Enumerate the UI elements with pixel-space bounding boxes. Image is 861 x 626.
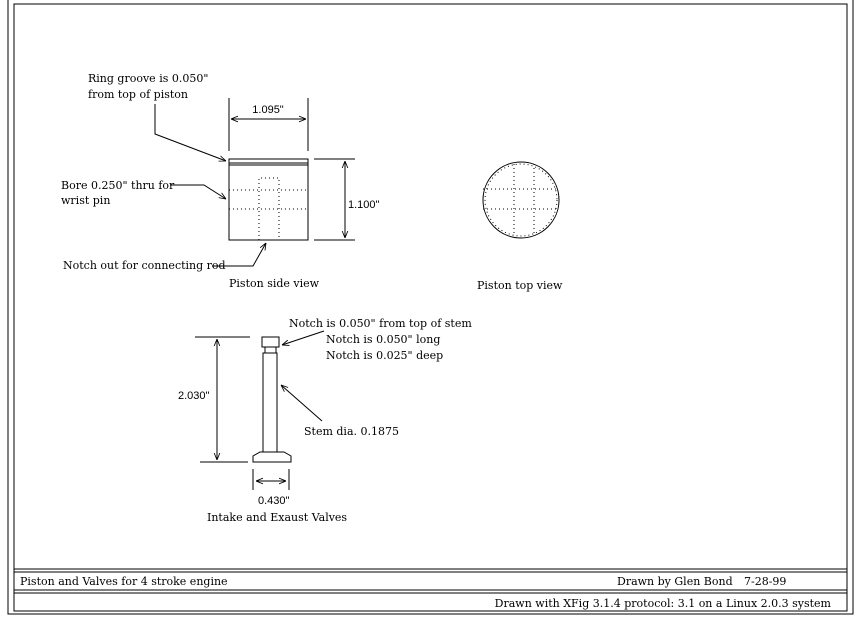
valve-notch-note-2: Notch is 0.050" long <box>326 333 440 346</box>
valve-view: 2.030" 0.430" Notch is 0.050" from top o… <box>178 317 472 524</box>
stem-leader <box>281 385 323 422</box>
valve-height-dimension: 2.030" <box>178 390 210 402</box>
notch-leader <box>212 243 266 267</box>
valve-caption: Intake and Exaust Valves <box>207 511 347 524</box>
bore-note-line1: Bore 0.250" thru for <box>61 179 175 192</box>
piston-top-caption: Piston top view <box>477 279 563 292</box>
piston-body <box>228 158 309 241</box>
drawing-frame <box>7 0 854 615</box>
piston-outline <box>482 161 560 239</box>
valve-notch-note-1: Notch is 0.050" from top of stem <box>289 317 472 330</box>
valve-notch-note-3: Notch is 0.025" deep <box>326 349 443 362</box>
piston-side-caption: Piston side view <box>229 277 320 290</box>
author: Drawn by Glen Bond <box>617 575 733 588</box>
valve-head <box>252 451 292 463</box>
ring-groove-leader <box>154 104 226 161</box>
valve-stem <box>262 352 278 453</box>
title-block: Piston and Valves for 4 stroke engine Dr… <box>14 568 847 610</box>
date: 7-28-99 <box>744 575 786 588</box>
bore-leader <box>170 184 226 199</box>
valve-notch-leader <box>282 330 325 345</box>
valve-notch <box>264 346 277 354</box>
stem-note: Stem dia. 0.1875 <box>304 425 399 438</box>
notch-hidden-line <box>258 177 280 240</box>
height-dimension: 1.100" <box>348 199 380 211</box>
piston-top-view: Piston top view <box>477 161 563 292</box>
width-dimension: 1.095" <box>252 104 284 116</box>
ring-groove-note-line1: Ring groove is 0.050" <box>88 72 208 85</box>
software-note: Drawn with XFig 3.1.4 protocol: 3.1 on a… <box>495 597 832 610</box>
bore-note-line2: wrist pin <box>61 194 110 207</box>
drawing-title: Piston and Valves for 4 stroke engine <box>20 575 228 588</box>
valve-stem-cap <box>261 336 280 348</box>
ring-groove-note-line2: from top of piston <box>88 88 188 101</box>
valve-head-dimension: 0.430" <box>258 495 290 507</box>
notch-note: Notch out for connecting rod <box>63 259 226 272</box>
piston-side-view: 1.095" 1.100" Ring groove is 0.050" from… <box>61 72 380 290</box>
